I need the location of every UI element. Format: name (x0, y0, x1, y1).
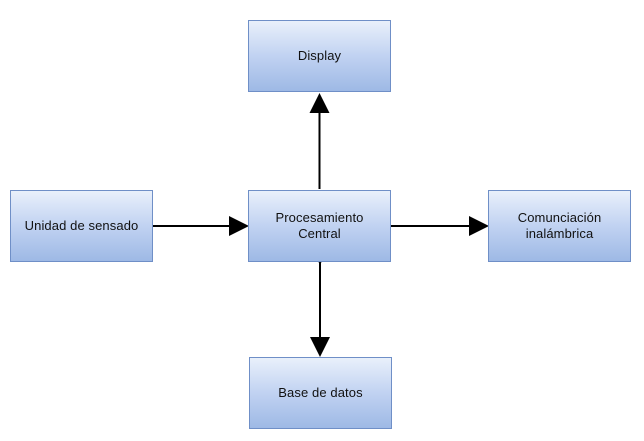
sensing-unit-node-label: Unidad de sensado (24, 218, 139, 233)
central-processing-node: Procesamiento Central (248, 190, 391, 262)
central-processing-node-label: Procesamiento Central (275, 210, 364, 241)
database-node-label: Base de datos (278, 385, 363, 400)
display-node-label: Display (297, 48, 342, 63)
wireless-communication-node-label: Comunciación inalámbrica (517, 210, 602, 241)
display-node: Display (248, 20, 391, 92)
wireless-communication-node: Comunciación inalámbrica (488, 190, 631, 262)
database-node: Base de datos (249, 357, 392, 429)
sensing-unit-node: Unidad de sensado (10, 190, 153, 262)
